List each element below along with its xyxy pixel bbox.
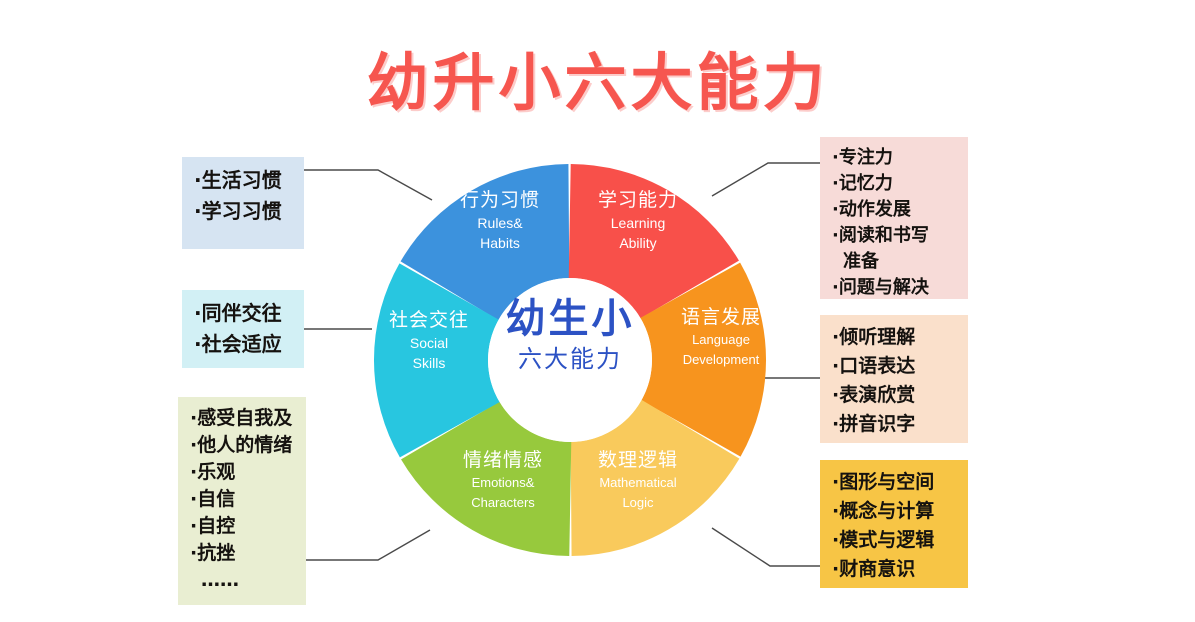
note-line: 准备	[843, 251, 879, 272]
note-line: ·表演欣赏	[832, 384, 916, 406]
note-line: ·学习习惯	[194, 199, 282, 223]
note-line: ·自控	[190, 515, 236, 537]
note-line: ·口语表达	[832, 355, 916, 377]
segment-rules[interactable]	[400, 145, 620, 340]
center-subtitle: 六大能力	[518, 345, 622, 373]
note-line: ·生活习惯	[194, 168, 282, 192]
note-line: ……	[201, 569, 239, 591]
note-line: ·记忆力	[832, 173, 893, 194]
segment-language[interactable]	[606, 262, 785, 486]
note-line: ·社会适应	[194, 332, 282, 356]
note-box-math[interactable]: ·图形与空间 ·概念与计算 ·模式与逻辑 ·财商意识	[820, 460, 968, 588]
center-title: 幼生小	[505, 296, 635, 342]
note-line: ·动作发展	[832, 199, 911, 220]
segment-emotions[interactable]	[399, 400, 572, 557]
note-box-language[interactable]: ·倾听理解 ·口语表达 ·表演欣赏 ·拼音识字	[820, 315, 968, 443]
note-line: ·专注力	[832, 147, 893, 168]
note-box-learning[interactable]: ·专注力 ·记忆力 ·动作发展 ·阅读和书写 准备 ·问题与解决	[820, 137, 968, 299]
note-line: ·他人的情绪	[190, 434, 293, 456]
segment-learning[interactable]	[568, 163, 741, 320]
note-line: ·乐观	[190, 461, 236, 483]
donut-hub	[488, 278, 652, 442]
six-abilities-donut-chart	[355, 145, 785, 575]
donut-center-label: 幼生小 六大能力	[480, 296, 660, 376]
note-line: ·自信	[190, 488, 236, 510]
note-box-emotions[interactable]: ·感受自我及 ·他人的情绪 ·乐观 ·自信 ·自控 ·抗挫 ……	[178, 397, 306, 605]
note-line: ·拼音识字	[832, 413, 916, 435]
segment-social[interactable]	[355, 235, 534, 458]
note-line: ·模式与逻辑	[832, 529, 935, 551]
note-line: ·阅读和书写	[832, 225, 929, 246]
note-line: ·同伴交往	[194, 301, 282, 325]
note-line: ·概念与计算	[832, 500, 935, 522]
note-line: ·图形与空间	[832, 471, 935, 493]
note-line: ·感受自我及	[190, 407, 293, 429]
note-line: ·倾听理解	[832, 326, 916, 348]
segment-math[interactable]	[521, 380, 740, 575]
page-title: 幼升小六大能力	[366, 46, 829, 119]
note-box-social[interactable]: ·同伴交往 ·社会适应	[182, 290, 304, 368]
note-line: ·抗挫	[190, 542, 236, 564]
note-box-habits[interactable]: ·生活习惯 ·学习习惯	[182, 157, 304, 249]
note-line: ·问题与解决	[832, 277, 929, 298]
note-line: ·财商意识	[832, 558, 916, 580]
